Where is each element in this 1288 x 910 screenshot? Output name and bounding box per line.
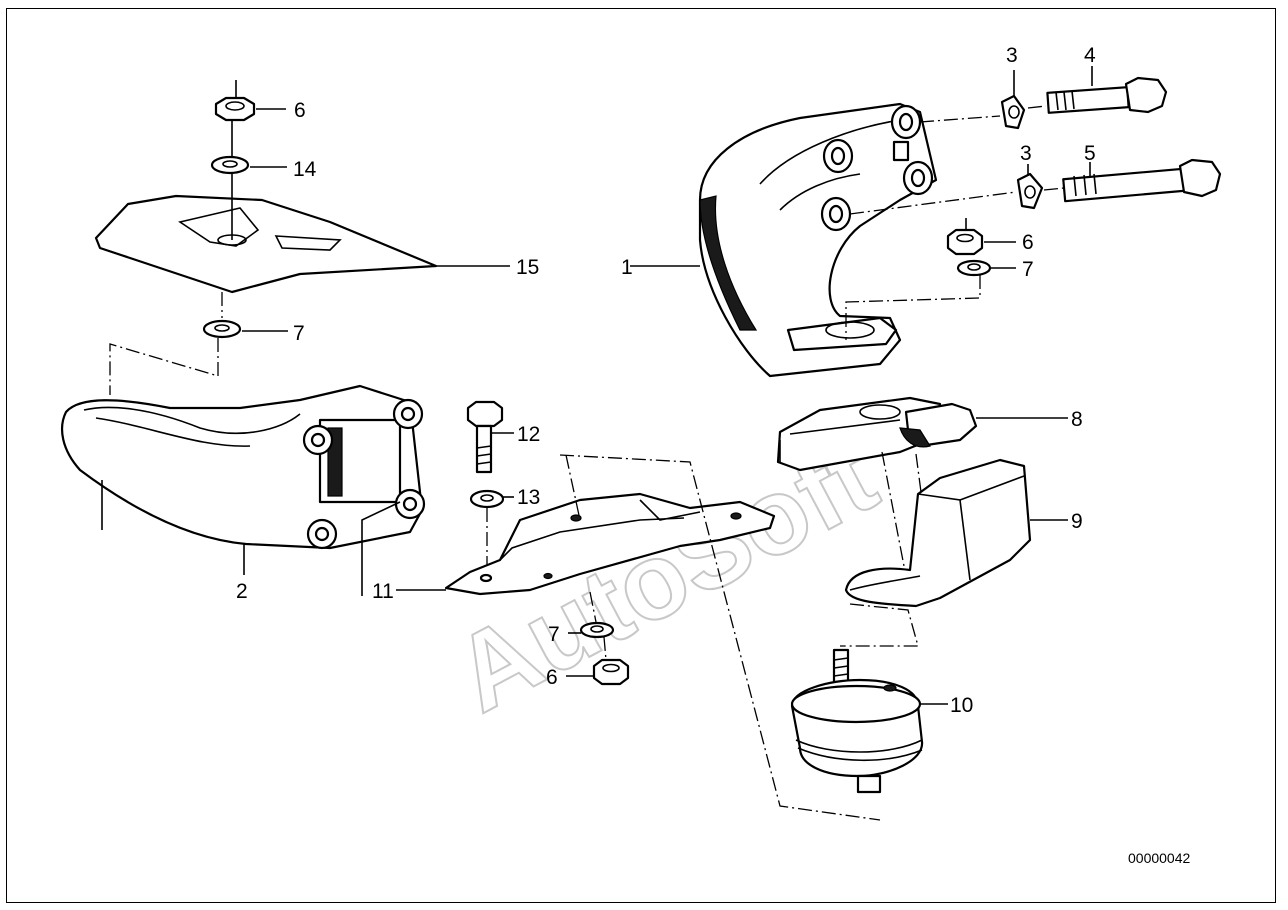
callout-8: 8	[1071, 408, 1083, 431]
mounting-plate-15	[94, 172, 438, 294]
washer-icon	[1000, 94, 1026, 130]
callout-2: 2	[236, 580, 248, 603]
callout-15: 15	[516, 256, 539, 279]
callout-10: 10	[950, 694, 973, 717]
callout-9: 9	[1071, 510, 1083, 533]
callout-7: 7	[293, 322, 305, 345]
callout-5: 5	[1084, 142, 1096, 165]
protective-cap-9	[844, 458, 1032, 608]
washer-icon	[1016, 172, 1044, 210]
callout-13: 13	[517, 486, 540, 509]
callout-1: 1	[621, 256, 633, 279]
callout-4: 4	[1084, 44, 1096, 67]
washer-icon	[579, 621, 615, 639]
heat-shield-8	[776, 396, 978, 472]
hex-nut-icon	[214, 96, 256, 122]
diagram-code: 00000042	[1128, 850, 1191, 866]
bracket-1	[698, 102, 938, 378]
bolt-icon	[466, 400, 504, 474]
rubber-mount-icon	[790, 648, 924, 794]
hex-nut-icon	[946, 228, 984, 256]
washer-icon	[956, 259, 992, 277]
callout-3: 3	[1006, 44, 1018, 67]
bolt-icon	[1046, 76, 1168, 114]
callout-7: 7	[548, 623, 560, 646]
drawing-frame	[6, 8, 1276, 903]
callout-3: 3	[1020, 142, 1032, 165]
crossmember-11	[444, 492, 776, 596]
callout-6: 6	[546, 666, 558, 689]
callout-7: 7	[1022, 258, 1034, 281]
hex-nut-icon	[592, 658, 630, 686]
bolt-icon	[1062, 158, 1222, 203]
callout-11: 11	[372, 580, 394, 603]
bracket-2	[60, 384, 426, 550]
washer-icon	[469, 489, 505, 509]
callout-6: 6	[1022, 231, 1034, 254]
washer-icon	[210, 155, 250, 175]
callout-14: 14	[293, 158, 317, 181]
washer-icon	[202, 319, 242, 339]
callout-6: 6	[294, 99, 306, 122]
callout-12: 12	[517, 423, 540, 446]
